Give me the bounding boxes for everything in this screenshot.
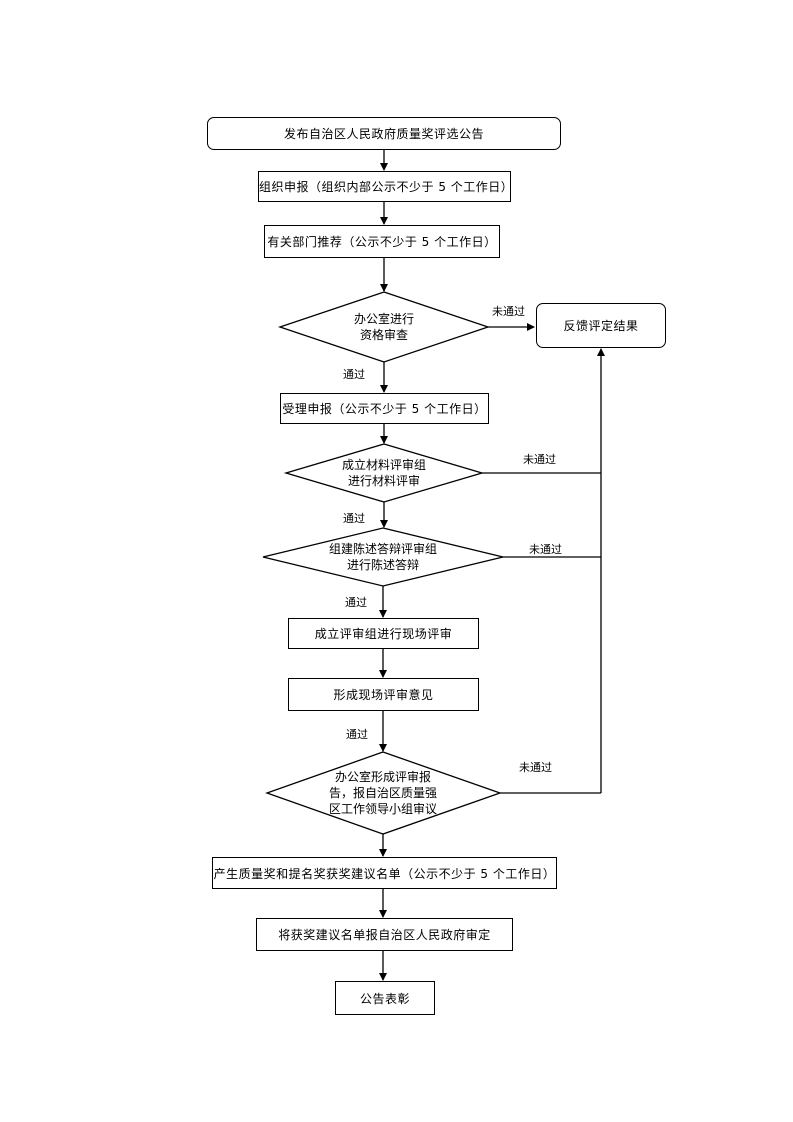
defense-review-text: 组建陈述答辩评审组 进行陈述答辩: [300, 540, 466, 574]
office-review-line-1: 办公室进行: [353, 312, 414, 326]
dept-recommend-box: 有关部门推荐（公示不少于 5 个工作日）: [264, 225, 500, 258]
final-report-line-3: 区工作领导小组审议: [328, 802, 437, 816]
pass-label-site: 通过: [346, 728, 368, 741]
material-review-text: 成立材料评审组 进行材料评审: [310, 456, 458, 490]
defense-review-line-1: 组建陈述答辩评审组: [328, 542, 437, 556]
gov-approve-label: 将获奖建议名单报自治区人民政府审定: [278, 928, 491, 942]
final-report-line-2: 告，报自治区质量强: [328, 786, 437, 800]
announce-label: 公告表彰: [359, 991, 410, 1006]
pass-label-office: 通过: [343, 368, 365, 381]
office-review-text: 办公室进行 资格审查: [310, 306, 458, 348]
fail-label-defense: 未通过: [529, 543, 562, 556]
nominate-label: 产生质量奖和提名奖获奖建议名单（公示不少于 5 个工作日）: [213, 866, 556, 881]
org-apply-label: 组织申报（组织内部公示不少于 5 个工作日）: [259, 180, 514, 194]
site-review-label: 成立评审组进行现场评审: [314, 627, 453, 641]
material-review-line-1: 成立材料评审组: [341, 458, 426, 472]
defense-review-line-2: 进行陈述答辩: [346, 558, 419, 572]
accept-apply-box: 受理申报（公示不少于 5 个工作日）: [280, 393, 489, 424]
office-review-line-2: 资格审查: [359, 328, 408, 342]
fail-label-final: 未通过: [519, 761, 552, 774]
feedback-box: 反馈评定结果: [536, 303, 666, 348]
announce-box: 公告表彰: [335, 981, 435, 1015]
site-opinion-box: 形成现场评审意见: [288, 678, 479, 711]
fail-label-material: 未通过: [523, 453, 556, 466]
site-review-box: 成立评审组进行现场评审: [288, 618, 479, 649]
nominate-box: 产生质量奖和提名奖获奖建议名单（公示不少于 5 个工作日）: [212, 857, 557, 889]
material-review-line-2: 进行材料评审: [347, 474, 420, 488]
publish-notice-label: 发布自治区人民政府质量奖评选公告: [283, 127, 484, 141]
pass-label-defense: 通过: [345, 596, 367, 609]
org-apply-box: 组织申报（组织内部公示不少于 5 个工作日）: [258, 171, 514, 202]
final-report-line-1: 办公室形成评审报: [334, 770, 431, 784]
pass-label-material: 通过: [343, 512, 365, 525]
dept-recommend-label: 有关部门推荐（公示不少于 5 个工作日）: [267, 235, 497, 249]
feedback-label: 反馈评定结果: [563, 319, 639, 333]
publish-notice-box: 发布自治区人民政府质量奖评选公告: [207, 117, 561, 150]
fail-label-office: 未通过: [492, 305, 525, 318]
final-report-text: 办公室形成评审报 告，报自治区质量强 区工作领导小组审议: [300, 768, 466, 818]
site-opinion-label: 形成现场评审意见: [333, 688, 434, 702]
gov-approve-box: 将获奖建议名单报自治区人民政府审定: [256, 918, 513, 951]
accept-apply-label: 受理申报（公示不少于 5 个工作日）: [282, 402, 487, 416]
